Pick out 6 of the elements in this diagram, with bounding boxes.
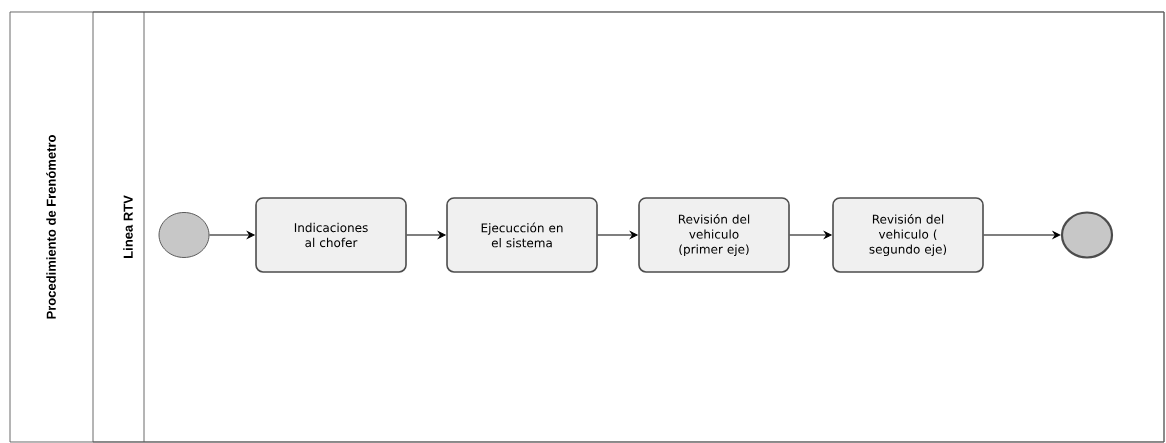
task-box: Indicaciones al chofer bbox=[255, 197, 407, 273]
task-box: Revisión del vehiculo ( segundo eje) bbox=[832, 197, 984, 273]
end-event-circle bbox=[1060, 211, 1114, 259]
task-box: Revisión del vehiculo (primer eje) bbox=[638, 197, 790, 273]
start-event-circle bbox=[158, 212, 210, 258]
task-box: Ejecucción en el sistema bbox=[446, 197, 598, 273]
